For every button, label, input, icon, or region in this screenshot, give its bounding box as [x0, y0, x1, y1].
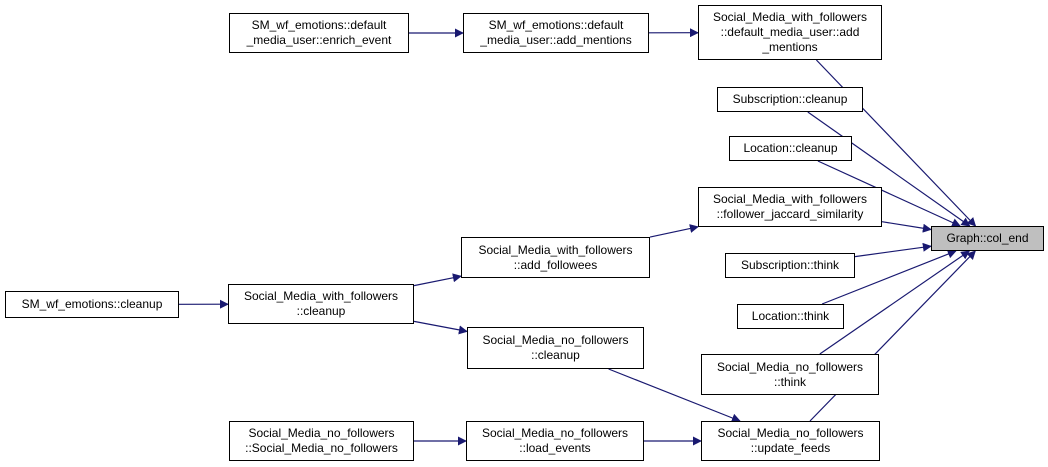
node-line: Social_Media_no_followers — [482, 333, 629, 347]
node-line: _mentions — [762, 40, 818, 54]
edge-subscription_think-to-col_end — [854, 242, 932, 258]
node-line: ::load_events — [519, 441, 591, 455]
node-line: Social_Media_no_followers — [248, 426, 395, 440]
node-graph-col-end: Graph::col_end — [931, 226, 1044, 251]
edge-subscription_cleanup-to-col_end — [807, 111, 971, 227]
node-line: ::default_media_user::add — [720, 25, 860, 39]
node-snf-load-events[interactable]: Social_Media_no_followers ::load_events — [466, 421, 644, 461]
node-line: Location::think — [751, 309, 830, 323]
node-line: _media_user::enrich_event — [246, 33, 392, 47]
edge-snf_cleanup-to-update_feeds — [608, 368, 741, 423]
node-line: _media_user::add_mentions — [480, 33, 632, 47]
edge-location_cleanup-to-col_end — [817, 160, 961, 227]
node-swf-cleanup[interactable]: Social_Media_with_followers ::cleanup — [228, 284, 414, 324]
edge-add_followees-to-jaccard — [649, 224, 699, 238]
edge-snf_think-to-col_end — [819, 250, 971, 355]
node-snf-think[interactable]: Social_Media_no_followers ::think — [701, 354, 879, 395]
node-line: ::update_feeds — [750, 441, 831, 455]
node-snf-cleanup[interactable]: Social_Media_no_followers ::cleanup — [467, 327, 644, 369]
node-line: SM_wf_emotions::default — [488, 18, 624, 32]
node-line: ::Social_Media_no_followers — [245, 441, 398, 455]
node-line: Social_Media_no_followers — [717, 426, 864, 440]
node-snf-constructor[interactable]: Social_Media_no_followers ::Social_Media… — [229, 421, 414, 461]
node-line: Social_Media_with_followers — [243, 289, 399, 303]
node-subscription-think[interactable]: Subscription::think — [725, 253, 855, 278]
node-location-cleanup[interactable]: Location::cleanup — [729, 136, 852, 161]
node-line: Social_Media_with_followers — [478, 242, 633, 257]
node-sm-enrich-event[interactable]: SM_wf_emotions::default _media_user::enr… — [229, 13, 409, 53]
edge-swf_cleanup-to-add_followees — [413, 273, 462, 287]
node-line: Social_Media_with_followers — [712, 192, 868, 206]
node-line: Subscription::think — [740, 258, 840, 272]
node-sm-add-mentions[interactable]: SM_wf_emotions::default _media_user::add… — [463, 13, 649, 53]
node-line: Social_Media_no_followers — [481, 426, 629, 440]
node-line: Location::cleanup — [743, 141, 838, 155]
node-line: Graph::col_end — [946, 231, 1029, 245]
node-line: ::follower_jaccard_similarity — [716, 207, 864, 221]
node-line: Subscription::cleanup — [732, 92, 848, 106]
edge-swf_cleanup-to-snf_cleanup — [413, 320, 468, 335]
node-line: Social_Media_with_followers — [712, 10, 868, 24]
node-line: ::cleanup — [296, 304, 346, 318]
edge-jaccard-to-col_end — [881, 221, 932, 233]
node-line: Social_Media_no_followers — [716, 359, 864, 374]
node-location-think[interactable]: Location::think — [737, 304, 844, 329]
node-line: ::cleanup — [531, 348, 580, 362]
node-line: ::add_followees — [513, 257, 598, 272]
node-line: SM_wf_emotions::default — [251, 18, 387, 32]
node-swf-add-followees[interactable]: Social_Media_with_followers ::add_follow… — [461, 237, 650, 278]
node-snf-update-feeds[interactable]: Social_Media_no_followers ::update_feeds — [701, 421, 880, 461]
node-sm-cleanup[interactable]: SM_wf_emotions::cleanup — [5, 291, 179, 318]
node-subscription-cleanup[interactable]: Subscription::cleanup — [717, 87, 863, 112]
node-swf-add-mentions[interactable]: Social_Media_with_followers ::default_me… — [698, 5, 882, 60]
node-swf-follower-jaccard-similarity[interactable]: Social_Media_with_followers ::follower_j… — [698, 187, 882, 227]
node-line: ::think — [773, 374, 806, 389]
node-line: SM_wf_emotions::cleanup — [21, 297, 163, 311]
edge-location_think-to-col_end — [821, 249, 957, 305]
